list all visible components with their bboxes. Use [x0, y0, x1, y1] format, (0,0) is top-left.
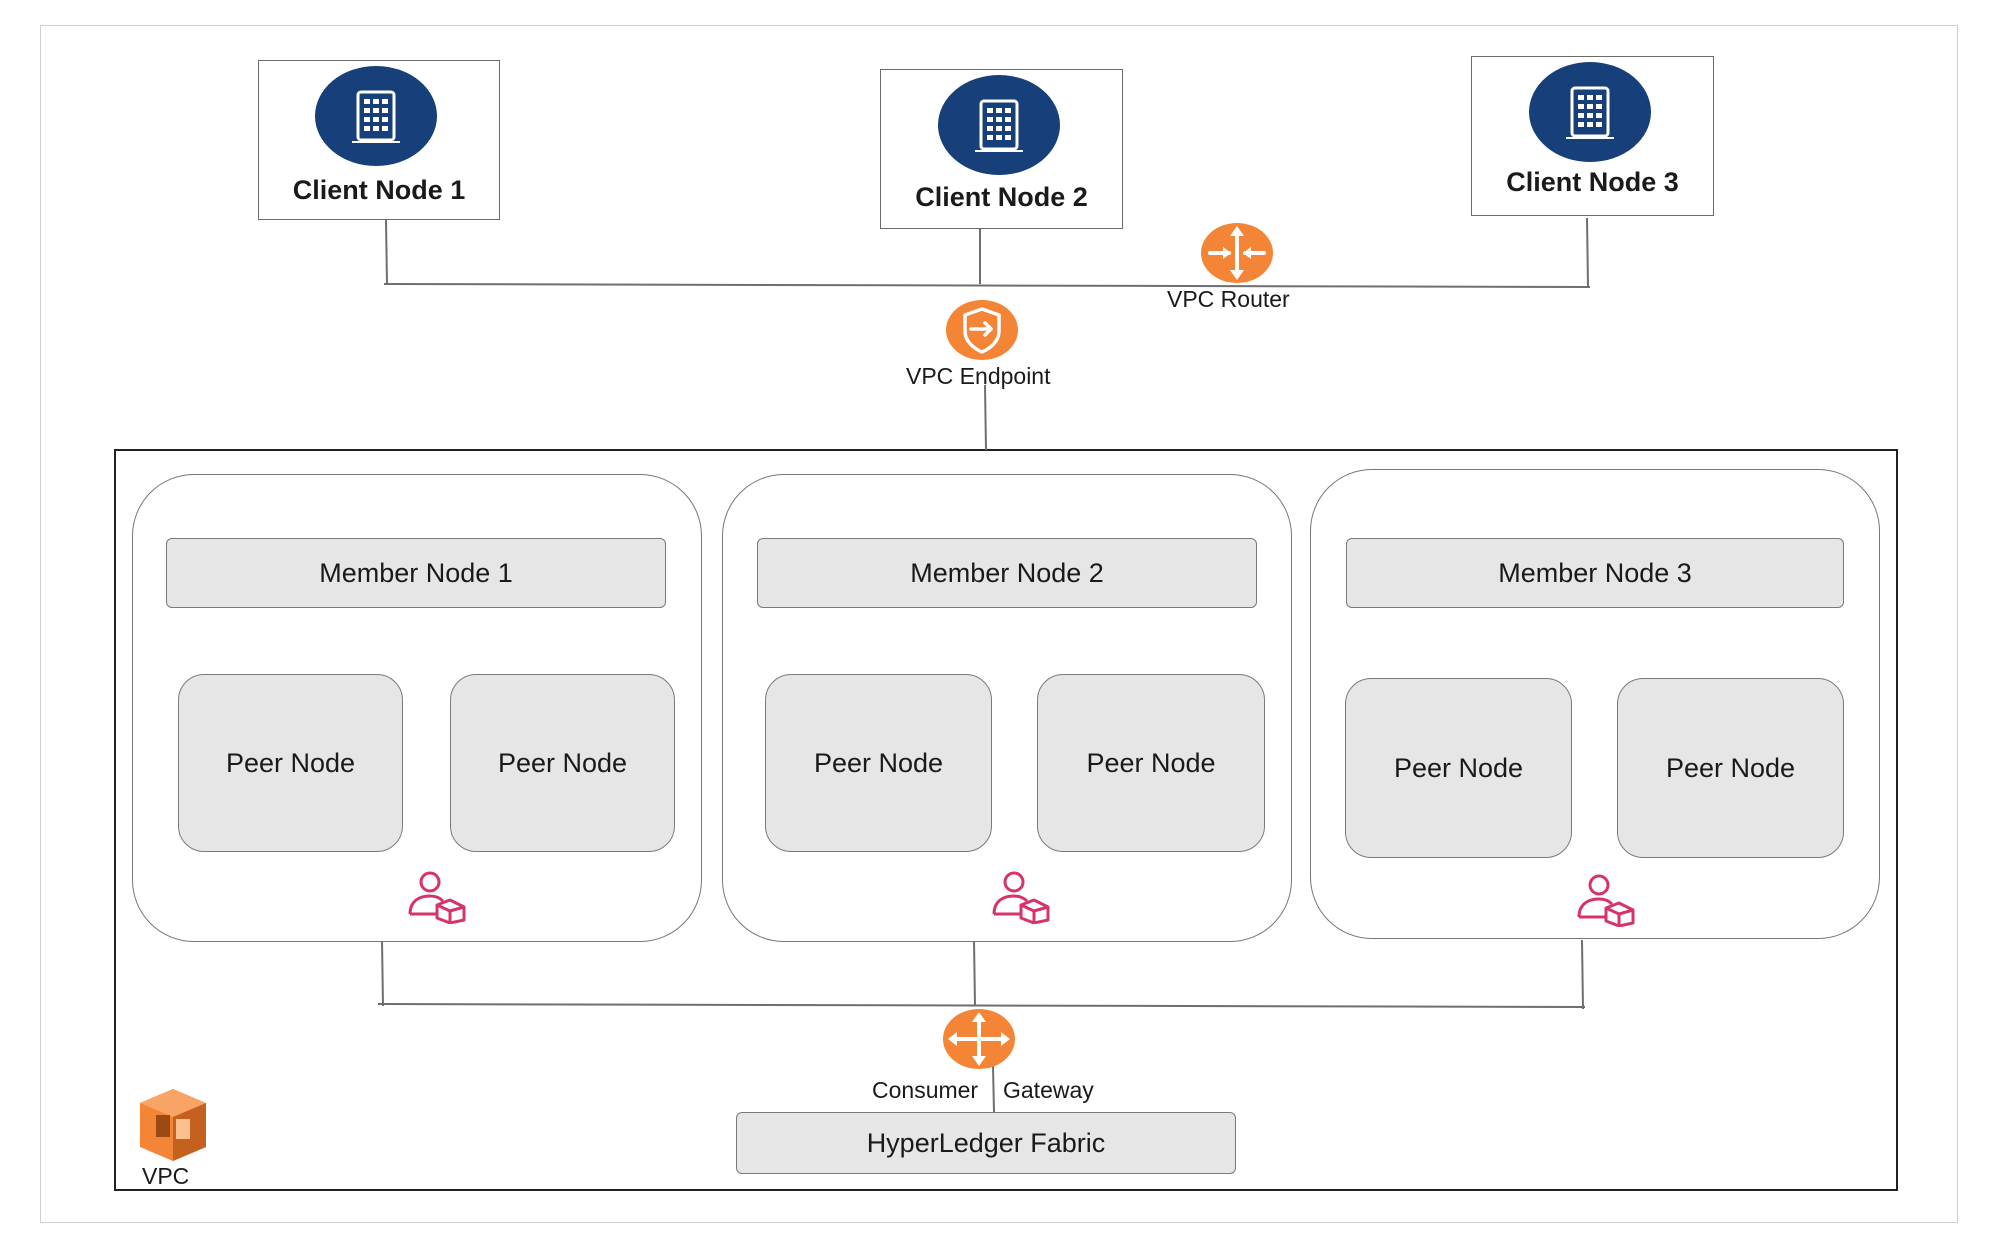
- member-node-title: Member Node 2: [757, 538, 1257, 608]
- peer-node[interactable]: Peer Node: [178, 674, 403, 852]
- member-node-title: Member Node 1: [166, 538, 666, 608]
- hyperledger-fabric-box[interactable]: HyperLedger Fabric: [736, 1112, 1236, 1174]
- client-3-connector: [1586, 217, 1589, 288]
- member-3-connector: [1581, 939, 1584, 1010]
- gateway-icon[interactable]: [942, 1008, 1016, 1070]
- client-node-1[interactable]: Client Node 1: [258, 60, 500, 220]
- endpoint-connector: [984, 384, 987, 451]
- building-icon: [938, 75, 1060, 175]
- endpoint-icon[interactable]: [945, 299, 1019, 361]
- client-node-label: Client Node 1: [292, 175, 466, 205]
- member-2-connector: [973, 939, 976, 1007]
- gateway-label-left: Consumer: [872, 1077, 979, 1103]
- client-1-connector: [385, 219, 388, 285]
- member-bus-line: [377, 1003, 1586, 1008]
- peer-node[interactable]: Peer Node: [1345, 678, 1572, 858]
- member-user-icon: [1575, 873, 1639, 928]
- member-node-title: Member Node 3: [1346, 538, 1844, 608]
- member-user-icon: [406, 870, 470, 925]
- peer-node[interactable]: Peer Node: [1617, 678, 1844, 858]
- member-user-icon: [990, 870, 1054, 925]
- client-node-label: Client Node 3: [1506, 167, 1679, 197]
- peer-node[interactable]: Peer Node: [450, 674, 675, 852]
- client-node-2[interactable]: Client Node 2: [880, 69, 1123, 229]
- diagram-frame: [40, 25, 1958, 1223]
- building-icon: [1529, 62, 1651, 162]
- vpc-icon: [130, 1085, 216, 1165]
- vpc-label: VPC: [142, 1163, 190, 1189]
- gateway-fabric-connector: [992, 1065, 995, 1113]
- client-node-label: Client Node 2: [915, 182, 1088, 212]
- building-icon: [315, 66, 437, 166]
- client-node-3[interactable]: Client Node 3: [1471, 56, 1714, 216]
- router-icon[interactable]: [1200, 222, 1274, 284]
- peer-node[interactable]: Peer Node: [765, 674, 992, 852]
- vpc-router-label: VPC Router: [1167, 286, 1290, 312]
- vpc-boundary: [114, 449, 1898, 1191]
- peer-node[interactable]: Peer Node: [1037, 674, 1265, 852]
- gateway-label-right: Gateway: [1003, 1077, 1094, 1103]
- client-bus-line: [383, 283, 1591, 288]
- member-1-connector: [381, 939, 384, 1007]
- vpc-endpoint-label: VPC Endpoint: [906, 363, 1051, 389]
